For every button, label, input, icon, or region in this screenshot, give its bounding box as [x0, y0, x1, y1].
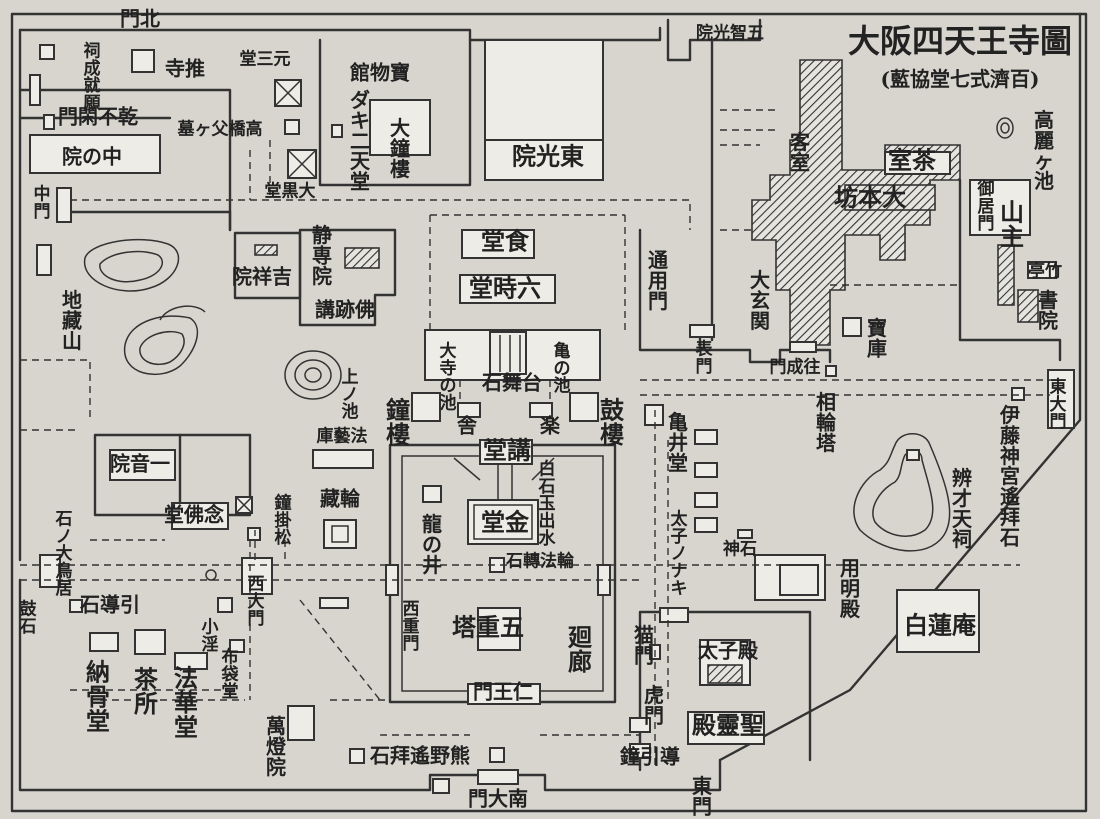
precinct-walls — [18, 12, 1082, 792]
north-compound — [29, 38, 604, 276]
map-label: 白蓮庵 — [904, 611, 977, 640]
map-label: 墓ヶ父橋高 — [177, 119, 263, 140]
map-label: 東大門 — [1050, 376, 1067, 432]
map-label: 亀の池 — [554, 340, 571, 396]
map-label: 布袋堂 — [221, 646, 240, 702]
map-label: 門王仁 — [473, 680, 533, 704]
map-label: 館物寶 — [350, 61, 410, 85]
map-label: 亭竹 — [1028, 261, 1062, 282]
map-label: 猫門 — [634, 623, 654, 667]
map-label: 堂食 — [481, 227, 530, 256]
map-label: 大玄関 — [750, 268, 770, 333]
central-west-buildings — [233, 228, 664, 426]
west-buildings — [39, 433, 519, 794]
map-label: 神石 — [723, 539, 757, 560]
map-label: 院音一 — [110, 452, 170, 476]
map-label: 石ノ大鳥居 — [55, 509, 73, 598]
map-label: 石舞台 — [481, 371, 542, 395]
map-label: 納骨堂 — [86, 657, 110, 735]
map-label: 通用門 — [648, 248, 668, 313]
map-label: 虎門 — [644, 683, 664, 727]
map-label: 庫藝法 — [317, 426, 368, 447]
map-label: 中門 — [34, 183, 51, 221]
ponds — [84, 238, 951, 552]
map-label: 門成往 — [770, 357, 821, 378]
map-label: 茶所 — [134, 664, 159, 717]
map-label: 塔重五 — [452, 613, 524, 642]
map-label: 鐘引導 — [620, 745, 680, 769]
map-label: 石轉法輪 — [505, 551, 575, 572]
map-label: 書院 — [1038, 288, 1058, 332]
map-label: 山主 — [1000, 197, 1024, 250]
map-label: 殿靈聖 — [691, 711, 764, 740]
map-label: 鐘樓 — [386, 395, 410, 448]
map-label: 相輪塔 — [816, 390, 837, 455]
map-label: 静専院 — [312, 223, 332, 288]
map-label: 藏輪 — [320, 487, 361, 511]
map-label: 西大門 — [248, 574, 265, 629]
map-label: 堂黒大 — [265, 181, 316, 202]
map-frame — [10, 12, 1088, 813]
map-label: 坊本大 — [834, 183, 906, 212]
map-label: 堂講 — [483, 436, 531, 465]
map-label: 寶庫 — [867, 316, 887, 360]
map-label: 楽 — [540, 414, 561, 438]
map-label: 寺推 — [165, 57, 205, 81]
map-label: 門大南 — [468, 787, 528, 811]
map-label: 亀井堂 — [668, 410, 688, 475]
map-label: 御居門 — [977, 178, 995, 234]
map-label: 大鐘樓 — [390, 116, 410, 181]
map-label: 祠成就願 — [84, 40, 102, 113]
map-label: 客室 — [789, 130, 811, 174]
map-label: 地藏山 — [62, 288, 82, 353]
map-label: 大寺の池 — [440, 340, 457, 413]
paths — [20, 109, 1050, 770]
map-label: 院祥吉 — [232, 265, 292, 289]
east-buildings — [629, 369, 1075, 759]
map-label: 院光東 — [512, 142, 584, 171]
map-label: 白石玉出水 — [538, 458, 557, 548]
map-label: 鼓樓 — [600, 395, 625, 448]
map-label: 鼓石 — [19, 598, 38, 636]
map-label: 廻廊 — [567, 622, 592, 675]
map-label: 表門 — [696, 338, 714, 376]
map-subtitle: (藍協堂七式濟百) — [881, 67, 1040, 91]
map-label: 萬燈院 — [266, 714, 287, 779]
map-title: 大阪四天王寺圖 — [848, 22, 1072, 60]
map-label: 上ノ池 — [342, 367, 359, 422]
map-label: 堂時六 — [469, 274, 541, 303]
map-label: 太子殿 — [698, 639, 759, 663]
map-label: 太子ノナキ — [671, 508, 689, 598]
map-label: 堂佛念 — [164, 503, 224, 527]
map-label: 門閑不乾 — [58, 105, 138, 129]
map-label: 石導引 — [79, 593, 140, 617]
map-label: 高麗ヶ池 — [1034, 108, 1054, 193]
map-label: 舎 — [457, 414, 478, 438]
map-label: 法華堂 — [174, 663, 198, 741]
map-label: 伊藤神宮遙拜石 — [999, 403, 1021, 549]
honbo-complex — [689, 59, 1057, 377]
map-label: 堂三元 — [240, 49, 291, 70]
map-label: 堂金 — [481, 508, 530, 537]
map-label: 用明殿 — [839, 556, 861, 621]
map-label: 講跡佛 — [315, 298, 375, 322]
map-label: ダキ二天堂 — [350, 88, 371, 194]
map-label: 東門 — [692, 774, 712, 818]
map-label: 西重門 — [403, 599, 420, 654]
map-label: 門北 — [120, 7, 160, 31]
map-label: 院の中 — [62, 145, 122, 169]
map-label: 室茶 — [888, 146, 937, 175]
map-label: 辨才天祠 — [952, 466, 973, 551]
map-label: 小淫 — [202, 617, 219, 654]
map-label: 鐘掛松 — [275, 492, 292, 548]
main-cloister — [385, 439, 617, 705]
map-label: 龍の井 — [422, 512, 442, 577]
map-label: 院光智五 — [696, 23, 764, 44]
map-label: 石拜遙野熊 — [369, 744, 470, 768]
